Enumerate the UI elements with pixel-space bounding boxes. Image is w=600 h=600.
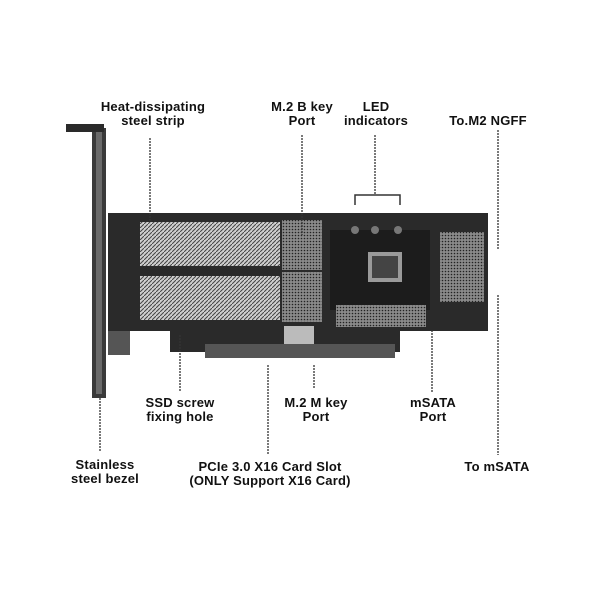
label-line: steel strip	[121, 113, 185, 128]
label-line: mSATA	[409, 395, 457, 410]
label-line: PCIe 3.0 X16 Card Slot	[198, 459, 342, 474]
leader-lines	[99, 130, 499, 455]
label-line: Heat-dissipating	[100, 99, 206, 114]
label-pcie-card-slot: PCIe 3.0 X16 Card Slot (ONLY Support X16…	[180, 460, 360, 488]
label-line: Port	[419, 409, 447, 424]
led-indicators	[351, 194, 402, 234]
label-led-indicators: LED indicators	[336, 100, 416, 128]
label-ssd-screw-fixing-hole: SSD screw fixing hole	[132, 396, 228, 424]
label-to-m2-ngff: To.M2 NGFF	[438, 114, 538, 128]
label-m2-b-key-port: M.2 B key Port	[262, 100, 342, 128]
label-line: fixing hole	[146, 409, 214, 424]
label-line: Port	[302, 409, 330, 424]
label-line: To.M2 NGFF	[449, 113, 527, 128]
heat-strip	[140, 222, 280, 320]
label-heat-dissipating-strip: Heat-dissipating steel strip	[88, 100, 218, 128]
label-line: indicators	[343, 113, 409, 128]
label-line: M.2 B key	[271, 99, 333, 114]
label-line: M.2 M key	[284, 395, 348, 410]
label-line: Port	[288, 113, 316, 128]
label-msata-port: mSATA Port	[398, 396, 468, 424]
label-line: SSD screw	[145, 395, 215, 410]
label-stainless-steel-bezel: Stainless steel bezel	[60, 458, 150, 486]
label-line: steel bezel	[71, 471, 139, 486]
label-to-msata: To mSATA	[452, 460, 542, 474]
label-line: Stainless	[75, 457, 135, 472]
label-m2-m-key-port: M.2 M key Port	[276, 396, 356, 424]
label-line: To mSATA	[464, 459, 530, 474]
label-line: LED	[362, 99, 390, 114]
label-line: (ONLY Support X16 Card)	[189, 473, 351, 488]
controller-area	[284, 230, 484, 344]
pcie-gold-fingers	[205, 344, 395, 358]
